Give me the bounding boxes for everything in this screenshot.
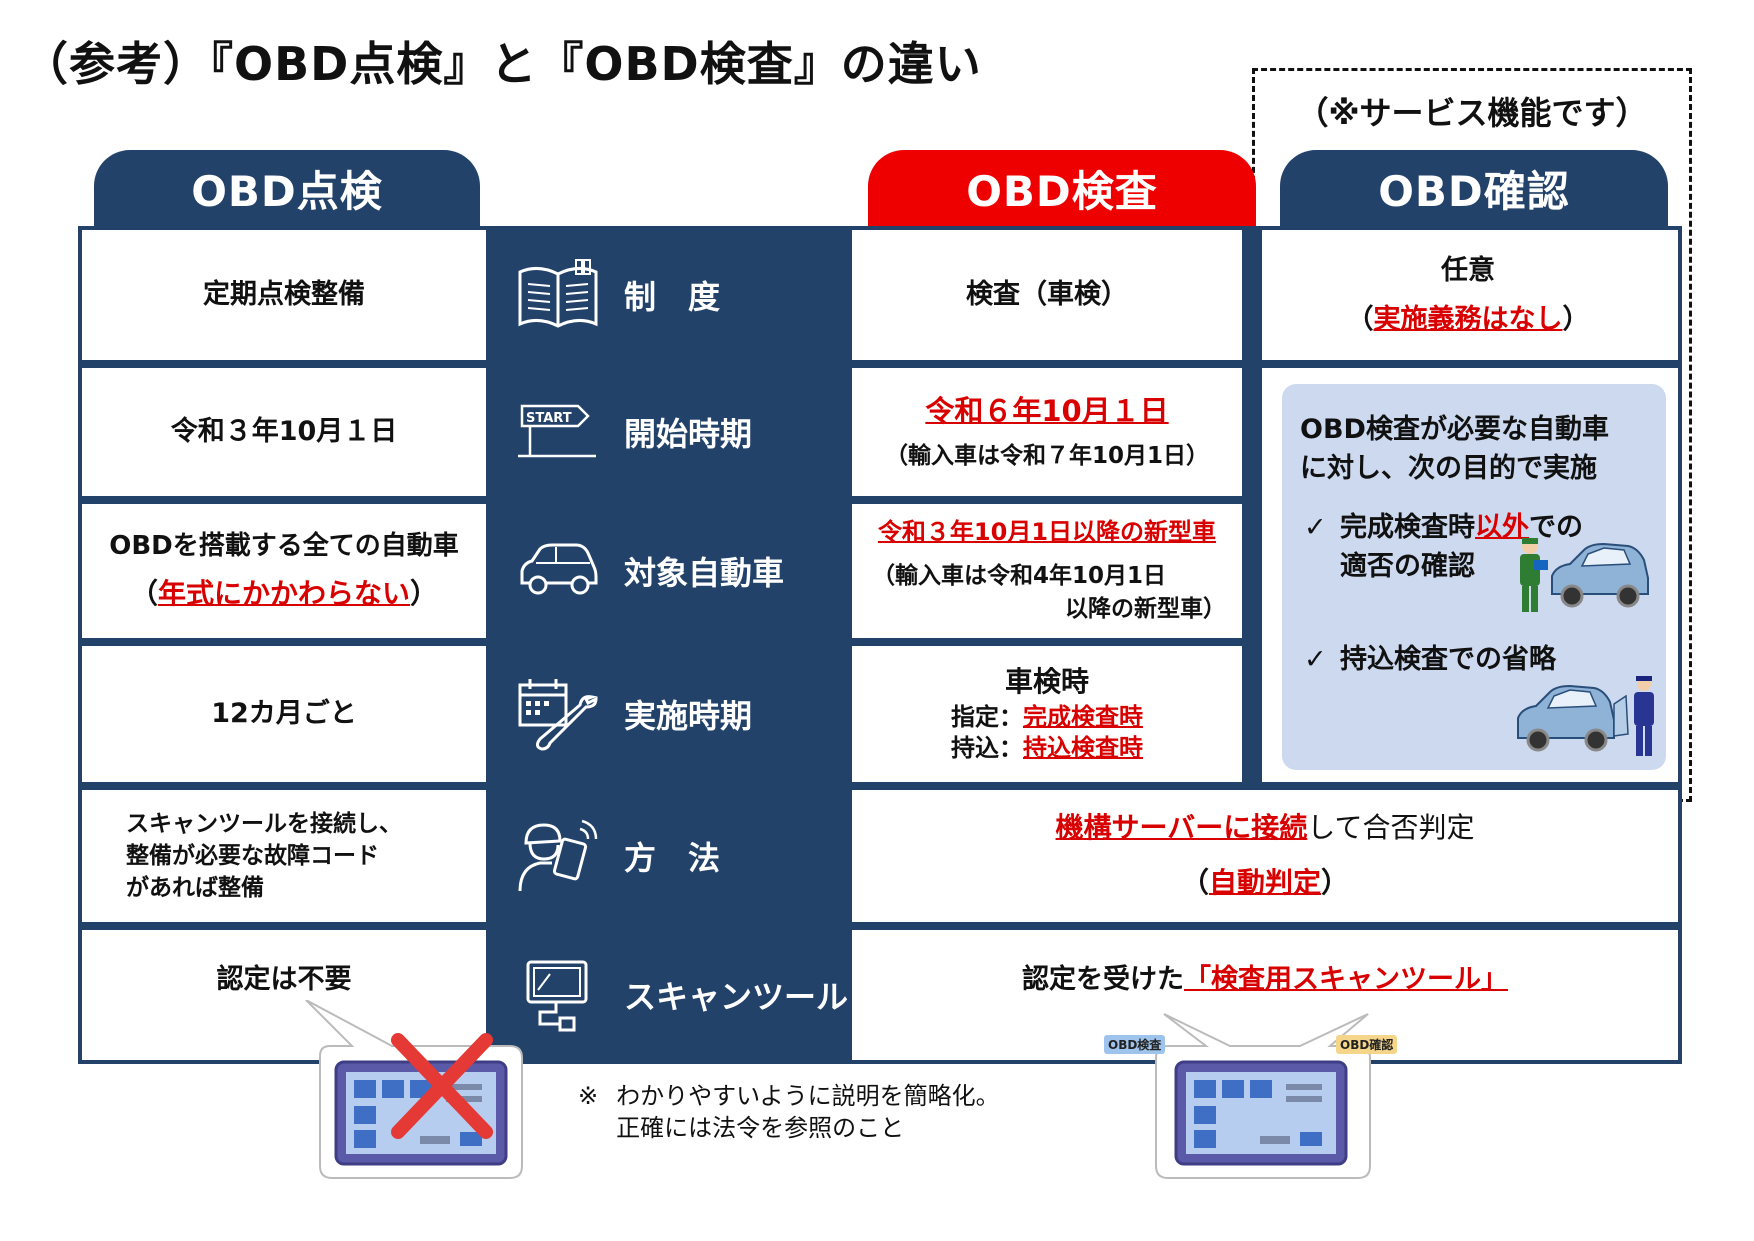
cell-seido-kensa: 検査（車検） [852,230,1242,360]
text: 検査（車検） [966,279,1128,311]
text: があれば整備 [126,875,264,902]
cell-jisshi-kensa: 車検時 指定：完成検査時 持込：持込検査時 [852,646,1242,782]
row-label-text: 制 度 [624,278,721,316]
footnote-line: 正確には法令を参照のこと [616,1114,905,1143]
panel-intro-line: OBD検査が必要な自動車 [1300,414,1609,445]
row-label-text: 方 法 [624,839,721,877]
text: OBDを搭載する全ての自動車 [109,530,459,561]
text: 整備が必要な故障コード [126,842,379,869]
row-label-taisho: 対象自動車 [490,500,848,642]
calendar-wrench-icon [518,679,598,751]
text: 指定：完成検査時 [951,703,1143,731]
text: 任意 [1441,254,1495,286]
text: 以降の新型車） [1065,596,1226,623]
column-divider [1244,226,1262,786]
row-label-text: 対象自動車 [624,554,785,592]
footnote-mark: ※ [578,1082,599,1110]
panel-intro-line: に対し、次の目的で実施 [1300,453,1597,485]
text: （輸入車は令和７年10月1日） [884,443,1209,470]
text: 機構サーバーに接続して合否判定 [1055,811,1475,845]
row-label-text: 開始時期 [624,415,753,453]
text: （自動判定） [1180,866,1350,899]
cell-scan-tenken: 認定は不要 [82,930,486,1060]
car-inspection-illustration [1520,538,1649,612]
panel-item-2: 持込検査での省略 [1340,644,1556,675]
text: 定期点検整備 [203,279,365,311]
service-note: （※サービス機能です） [1296,94,1648,132]
checkmark-icon: ✓ [1304,644,1327,675]
row-label-seido: 制 度 [490,226,848,364]
text: （実施義務はなし） [1346,304,1590,335]
footnote-line: わかりやすいように説明を簡略化。 [616,1082,1000,1110]
row-label-text: 実施時期 [624,697,753,735]
header-obd-tenken: OBD点検 [94,150,480,226]
row-label-jisshi: 実施時期 [490,642,848,786]
cell-kaishi-tenken: 令和３年10月１日 [82,368,486,496]
row-label-hoho: 方 法 [490,786,848,926]
text: （年式にかかわらない） [129,576,439,610]
kakunin-purpose-panel: OBD検査が必要な自動車 に対し、次の目的で実施 ✓ 完成検査時以外での 適否の… [1282,384,1666,770]
text: 12カ月ごと [211,698,357,730]
cell-hoho-kensa: 機構サーバーに接続して合否判定 （自動判定） [852,790,1678,922]
header-obd-kakunin: OBD確認 [1280,150,1668,226]
text: 認定を受けた「検査用スキャンツール」 [1022,964,1508,995]
car-icon [520,543,598,595]
car-inspection-illustration [1517,676,1654,756]
text: 持込：持込検査時 [951,734,1143,763]
cell-taisho-kensa: 令和３年10月1日以降の新型車 （輸入車は令和4年10月1日 以降の新型車） [852,504,1242,638]
open-book-icon [518,259,598,328]
text: スキャンツールを接続し、 [126,810,402,837]
cell-kaishi-kensa: 令和６年10月１日 （輸入車は令和７年10月1日） [852,368,1242,496]
cell-scan-kensa: 認定を受けた「検査用スキャンツール」 [852,930,1678,1060]
text: 令和３年10月1日以降の新型車 [877,518,1217,547]
cell-seido-tenken: 定期点検整備 [82,230,486,360]
page-title: （参考）『OBD点検』と『OBD検査』の違い [22,37,982,91]
text: 車検時 [1004,664,1089,698]
cell-jisshi-tenken: 12カ月ごと [82,646,486,782]
checkmark-icon: ✓ [1304,512,1327,543]
svg-text:START: START [526,411,572,426]
certified-scan-tool-illustration [1155,1013,1371,1179]
text: 令和６年10月１日 [925,394,1169,429]
header-obd-kensa: OBD検査 [868,150,1256,226]
text: （輸入車は令和4年10月1日 [872,563,1167,590]
comparison-table: 定期点検整備 制 度 検査（車検） 任意 （実施義務はなし） 令和３年10月１日 [78,226,1682,1064]
start-sign-icon: START [518,404,596,458]
mechanic-scanner-icon [518,819,598,892]
panel-item-1: 完成検査時以外での 適否の確認 [1340,512,1583,583]
cell-hoho-tenken: スキャンツールを接続し、 整備が必要な故障コード があれば整備 [82,790,486,922]
scan-tool-not-required-illustration [305,1000,523,1179]
cell-taisho-tenken: OBDを搭載する全ての自動車 （年式にかかわらない） [82,504,486,638]
row-label-scan: スキャンツール [490,926,848,1064]
cell-seido-kakunin: 任意 （実施義務はなし） [1258,230,1678,360]
badge-obd-kensa: OBD検査 [1104,1035,1166,1054]
row-label-text: スキャンツール [624,978,849,1016]
row-label-kaishi: START 開始時期 [490,364,848,500]
monitor-icon [526,960,588,1032]
text: 令和３年10月１日 [170,416,398,448]
text: 認定は不要 [216,964,352,995]
badge-obd-kakunin: OBD確認 [1336,1035,1398,1054]
footnote: ※ わかりやすいように説明を簡略化。 正確には法令を参照のこと [578,1080,1000,1145]
